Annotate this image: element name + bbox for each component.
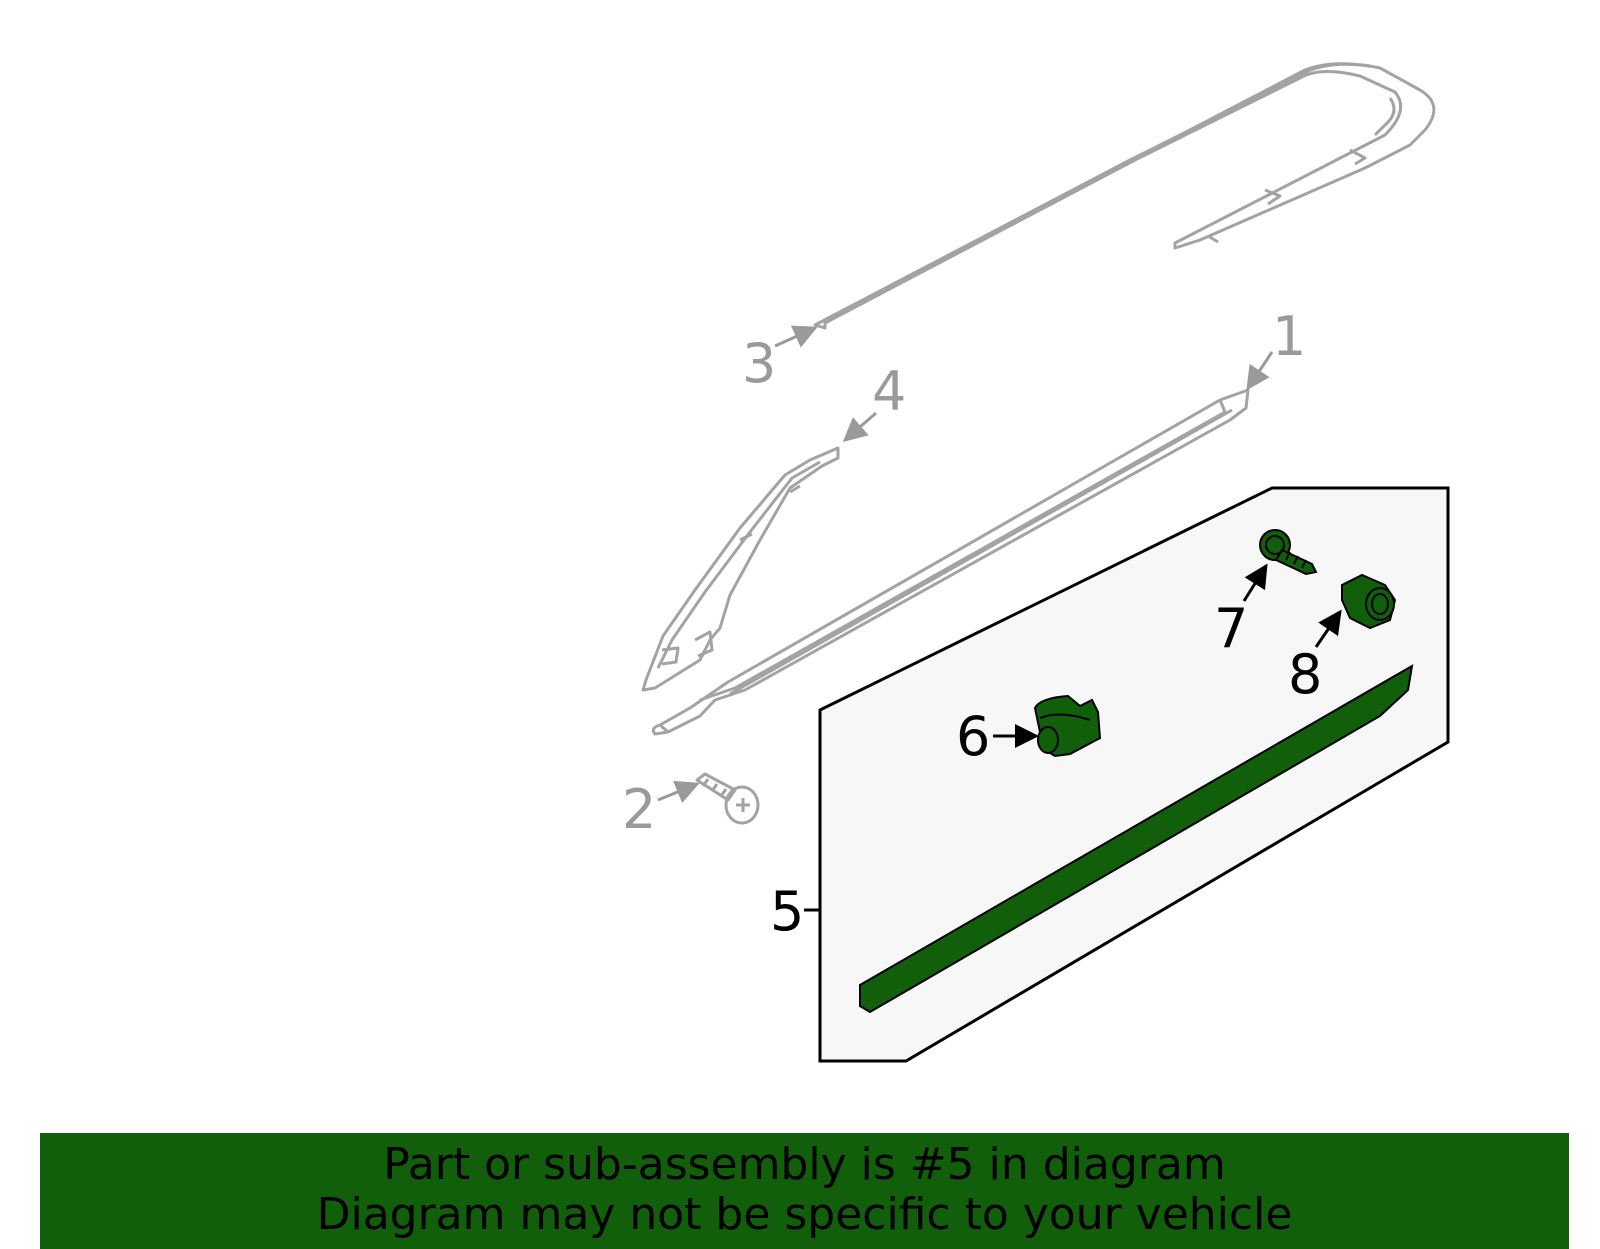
callout-1: 1 bbox=[1272, 305, 1306, 368]
callout-5: 5 bbox=[770, 880, 804, 943]
callout-7: 7 bbox=[1214, 597, 1248, 660]
part-5-body-side-molding bbox=[859, 664, 1414, 1014]
leader-lines bbox=[657, 325, 1342, 912]
part-8-grommet bbox=[1341, 573, 1397, 630]
part-1-belt-molding bbox=[651, 388, 1250, 736]
part-3-upper-weatherstrip bbox=[813, 62, 1436, 330]
part-2-screw bbox=[695, 772, 760, 825]
banner-line-2: Diagram may not be specific to your vehi… bbox=[316, 1189, 1293, 1240]
callout-6: 6 bbox=[956, 705, 990, 768]
callout-2: 2 bbox=[622, 778, 656, 841]
info-banner: Part or sub-assembly is #5 in diagram Di… bbox=[40, 1133, 1569, 1249]
part-6-clip bbox=[1033, 694, 1102, 758]
callout-3: 3 bbox=[742, 332, 776, 395]
callout-4: 4 bbox=[872, 360, 906, 423]
banner-line-1: Part or sub-assembly is #5 in diagram bbox=[383, 1139, 1226, 1190]
part-7-stud bbox=[1259, 529, 1318, 576]
part-4-front-weatherstrip bbox=[641, 446, 840, 692]
callout-8: 8 bbox=[1288, 643, 1322, 706]
